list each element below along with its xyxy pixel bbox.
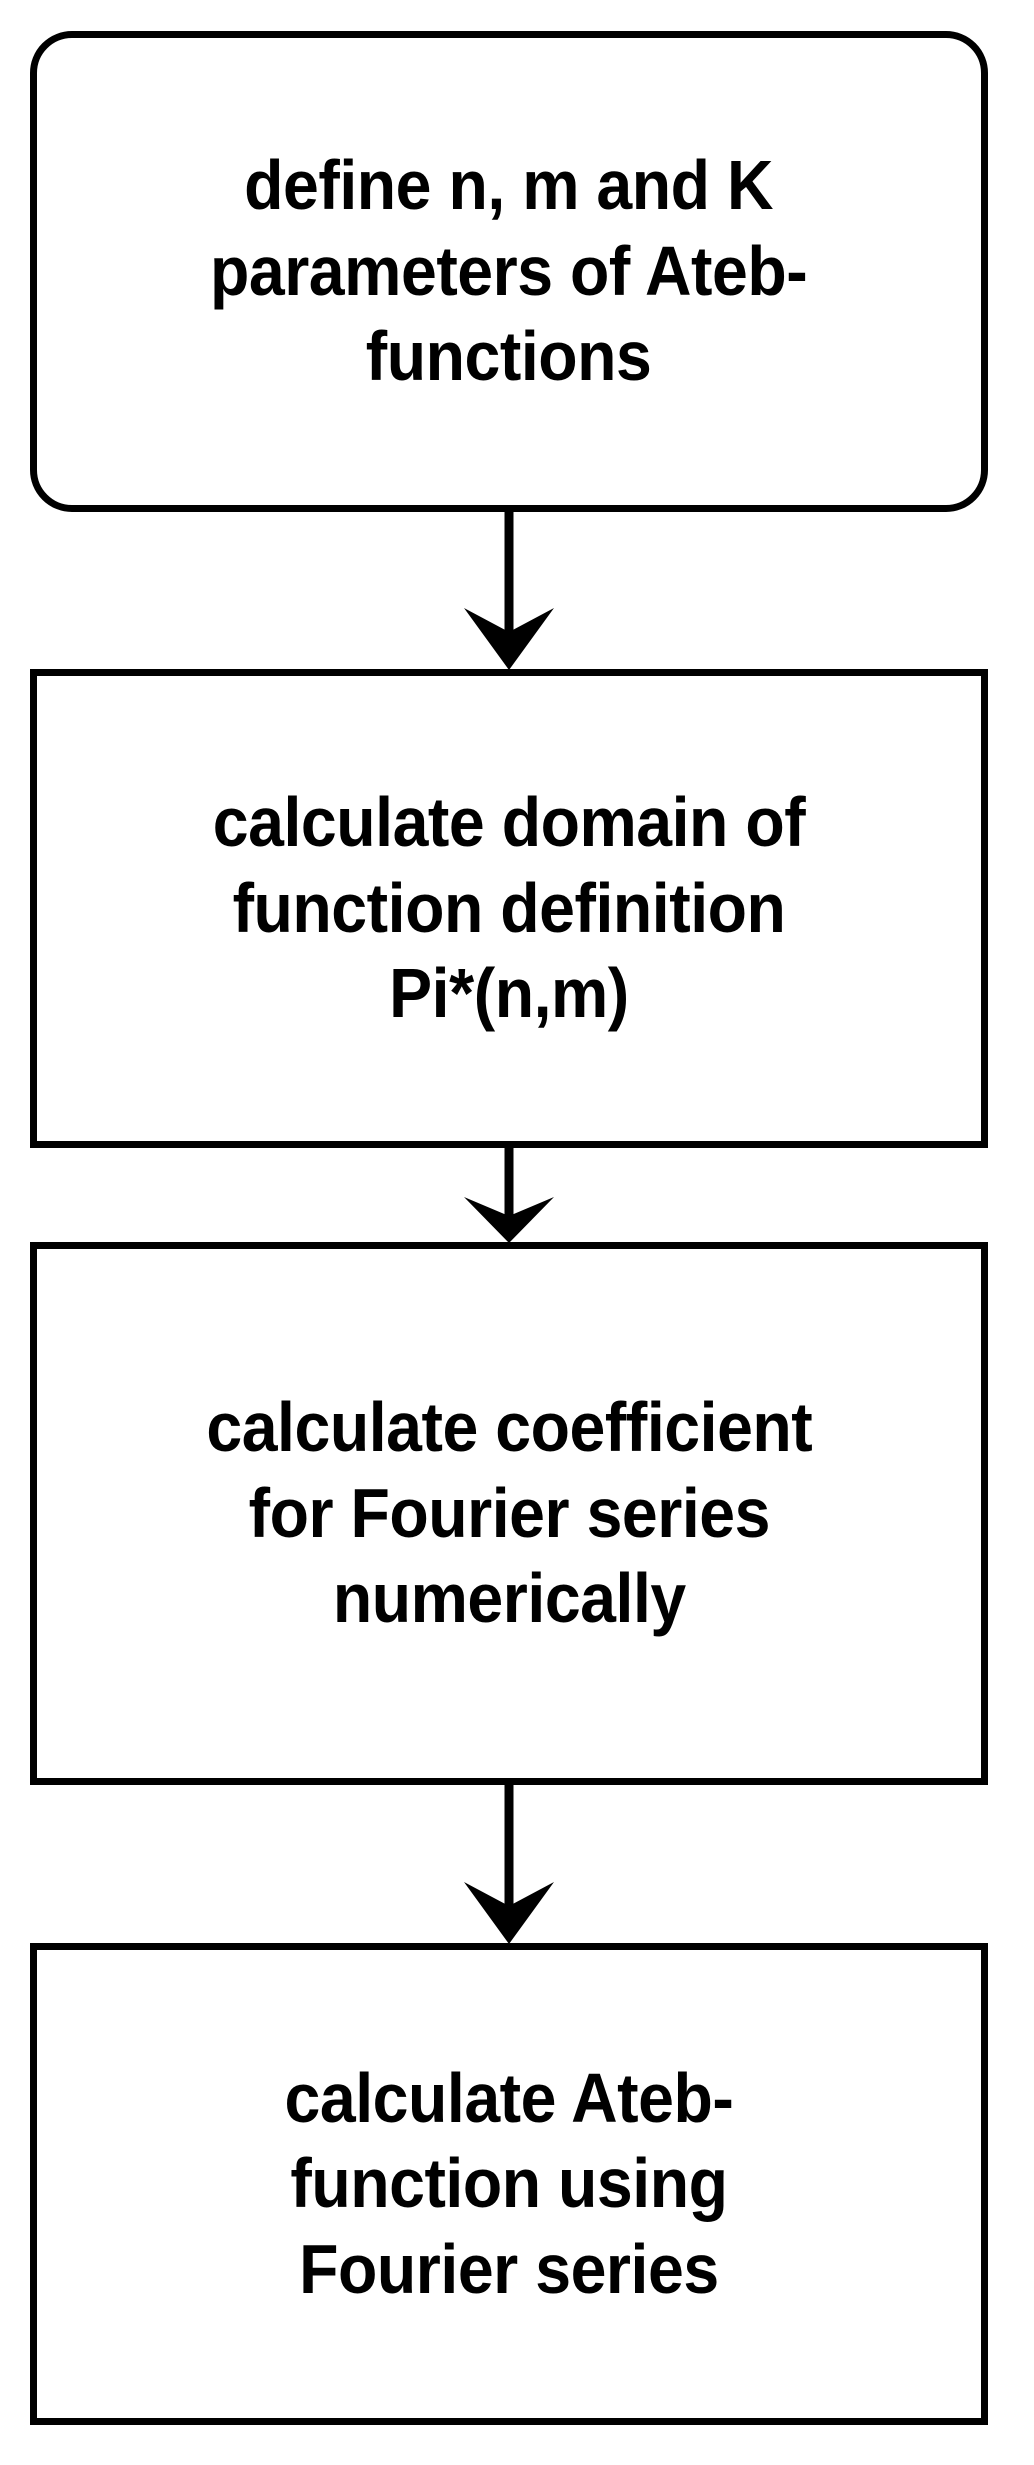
arrow-down-icon <box>464 1148 554 1243</box>
flowchart-node-define-parameters[interactable]: define n, m and K parameters of Ateb- fu… <box>30 31 988 512</box>
flowchart-node-calculate-ateb-function[interactable]: calculate Ateb- function using Fourier s… <box>30 1943 988 2425</box>
node-label: calculate coefficient for Fourier series… <box>206 1388 812 1638</box>
flowchart-connector-3 <box>0 1785 1034 1944</box>
arrow-down-icon <box>464 512 554 670</box>
node-label: calculate domain of function definition … <box>212 783 806 1033</box>
flowchart-connector-1 <box>0 512 1034 670</box>
arrow-down-icon <box>464 1785 554 1944</box>
flowchart-node-calculate-domain[interactable]: calculate domain of function definition … <box>30 669 988 1148</box>
node-label: define n, m and K parameters of Ateb- fu… <box>210 146 808 396</box>
node-label: calculate Ateb- function using Fourier s… <box>284 2058 734 2308</box>
flowchart-node-calculate-coefficient[interactable]: calculate coefficient for Fourier series… <box>30 1242 988 1785</box>
flowchart-connector-2 <box>0 1148 1034 1243</box>
